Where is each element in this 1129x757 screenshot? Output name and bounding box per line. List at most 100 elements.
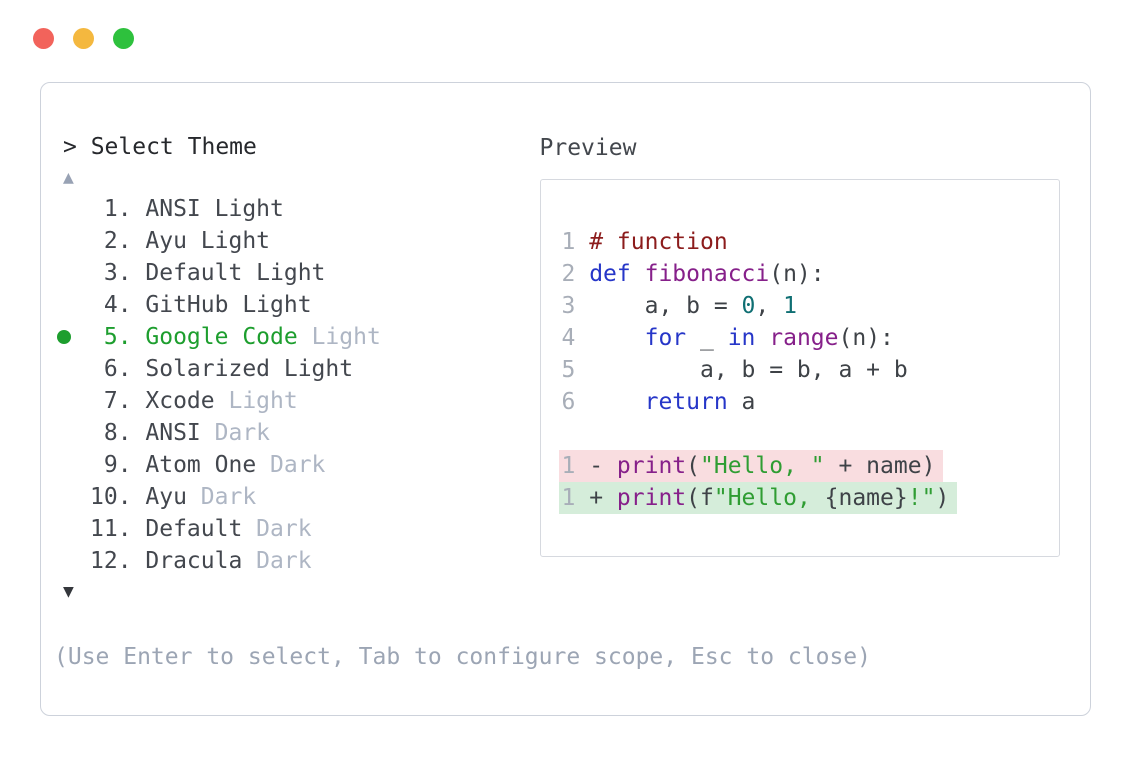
theme-item-number: 1 xyxy=(103,196,118,222)
code-line: 6 return a xyxy=(562,386,1059,418)
theme-item-name: Default Light xyxy=(145,260,326,286)
diff-removed-line: 1 - print("Hello, " + name) xyxy=(558,449,1059,482)
code-token: 0 xyxy=(741,292,756,319)
theme-item-variant: Dark xyxy=(200,420,271,446)
theme-item-number: 4 xyxy=(103,292,118,318)
traffic-lights xyxy=(33,28,134,49)
theme-list-item[interactable]: 4. GitHub Light xyxy=(90,289,1068,321)
line-number: 1 xyxy=(561,228,590,255)
theme-list-item[interactable]: 11. Default Dark xyxy=(90,513,1068,545)
theme-item-name: Atom One xyxy=(145,452,257,478)
theme-list-item[interactable]: 9. Atom One Dark xyxy=(90,449,1068,481)
theme-item-name: Solarized Light xyxy=(145,356,354,382)
theme-item-separator: . xyxy=(117,388,146,414)
theme-item-number: 8 xyxy=(103,420,118,446)
theme-item-separator: . xyxy=(117,420,146,446)
theme-item-variant: Dark xyxy=(186,484,257,510)
theme-list-item[interactable]: 7. Xcode Light xyxy=(90,385,1068,417)
theme-item-name: ANSI xyxy=(145,420,201,446)
theme-list-item[interactable]: 5. Google Code Light xyxy=(57,321,1068,353)
code-token: for xyxy=(644,324,687,351)
code-token: a xyxy=(727,388,756,415)
theme-item-separator: . xyxy=(117,484,146,510)
line-number: 5 xyxy=(561,356,590,383)
code-token xyxy=(755,325,769,351)
theme-item-variant: Dark xyxy=(242,548,312,574)
theme-item-number: 7 xyxy=(103,388,118,414)
code-line: 2 def fibonacci(n): xyxy=(562,258,1059,290)
theme-item-variant: Dark xyxy=(256,452,326,478)
scroll-up-icon[interactable]: ▲ xyxy=(63,167,74,188)
theme-item-separator: . xyxy=(117,260,146,286)
code-token: + xyxy=(589,484,617,511)
theme-item-variant: Light xyxy=(297,324,381,350)
code-token xyxy=(589,325,644,351)
code-token: "Hello, " xyxy=(700,452,825,479)
theme-item-number: 12 xyxy=(90,548,118,574)
close-button[interactable] xyxy=(33,28,54,49)
theme-item-separator: . xyxy=(117,324,146,350)
theme-item-number: 10 xyxy=(90,484,118,510)
code-token: range xyxy=(769,324,839,351)
theme-item-variant: Light xyxy=(214,388,298,414)
line-number: 3 xyxy=(561,292,590,319)
maximize-button[interactable] xyxy=(113,28,134,49)
theme-item-number: 5 xyxy=(103,324,118,350)
theme-item-number: 2 xyxy=(103,228,118,254)
theme-item-variant: Dark xyxy=(242,516,312,542)
code-token xyxy=(631,261,645,287)
theme-item-name: Ayu xyxy=(145,484,187,510)
code-line: 3 a, b = 0, 1 xyxy=(562,290,1059,322)
line-number: 1 xyxy=(561,452,590,479)
theme-item-name: GitHub Light xyxy=(145,292,312,318)
scroll-down-icon[interactable]: ▼ xyxy=(63,581,74,602)
code-token: fibonacci xyxy=(644,260,770,287)
theme-item-number: 3 xyxy=(103,260,118,286)
theme-list-item[interactable]: 6. Solarized Light xyxy=(90,353,1068,385)
theme-list-item[interactable]: 8. ANSI Dark xyxy=(90,417,1068,449)
code-token: a, b = b, a + b xyxy=(589,356,908,383)
theme-list-item[interactable]: 3. Default Light xyxy=(90,257,1068,289)
code-token: return xyxy=(644,388,728,415)
line-number: 2 xyxy=(561,260,590,287)
selected-dot-icon xyxy=(57,330,71,344)
theme-item-name: Dracula xyxy=(145,548,243,574)
theme-item-name: Ayu Light xyxy=(145,228,271,254)
code-token: !" xyxy=(907,484,936,511)
code-token: print xyxy=(616,484,687,511)
theme-item-name: ANSI Light xyxy=(145,196,284,222)
code-token: (n): xyxy=(838,324,894,351)
line-number: 6 xyxy=(561,388,590,415)
minimize-button[interactable] xyxy=(73,28,94,49)
line-number: 4 xyxy=(561,324,590,351)
theme-item-separator: . xyxy=(117,292,146,318)
theme-item-separator: . xyxy=(117,356,146,382)
theme-item-separator: . xyxy=(117,548,146,574)
theme-item-number: 9 xyxy=(103,452,118,478)
theme-item-name: Google Code xyxy=(145,324,298,350)
code-token: {name} xyxy=(824,484,908,511)
diff-added-highlight: 1 + print(f"Hello, {name}!") xyxy=(558,481,958,514)
theme-list-item[interactable]: 10. Ayu Dark xyxy=(90,481,1068,513)
code-line: 4 for _ in range(n): xyxy=(562,322,1059,354)
diff-added-line: 1 + print(f"Hello, {name}!") xyxy=(558,481,1059,514)
help-text: (Use Enter to select, Tab to configure s… xyxy=(54,644,871,670)
code-token: (f xyxy=(686,484,714,511)
theme-item-separator: . xyxy=(117,228,146,254)
theme-item-name: Xcode xyxy=(145,388,215,414)
theme-item-separator: . xyxy=(117,196,146,222)
theme-list-item[interactable]: 2. Ayu Light xyxy=(90,225,1068,257)
code-line: 5 a, b = b, a + b xyxy=(562,354,1059,386)
theme-list-item[interactable]: 12. Dracula Dark xyxy=(90,545,1068,577)
theme-item-number: 6 xyxy=(103,356,118,382)
code-line: 1 # function xyxy=(562,226,1059,258)
code-token: ) xyxy=(935,484,950,511)
theme-list-item[interactable]: 1. ANSI Light xyxy=(90,193,1068,225)
code-token: + name) xyxy=(824,452,936,479)
